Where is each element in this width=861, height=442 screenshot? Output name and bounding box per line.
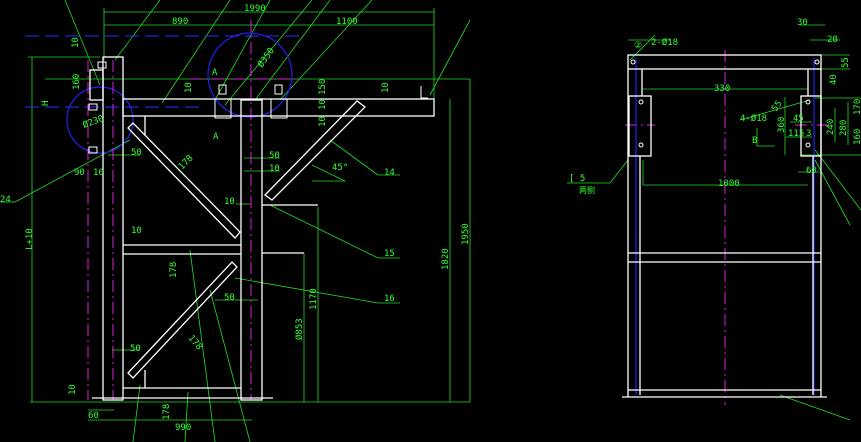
dim-10: 10 xyxy=(184,82,194,93)
bolt xyxy=(274,84,283,95)
dim-l-plus-10: L+10 xyxy=(25,228,35,250)
dim-90: 90 xyxy=(74,168,85,178)
dim-20: 20 xyxy=(827,35,838,45)
dim-10: 10 xyxy=(131,226,142,236)
bolt xyxy=(218,84,227,95)
dim-280: 280 xyxy=(839,120,849,136)
frame-geometry xyxy=(89,56,435,401)
hole xyxy=(814,59,820,65)
section-a-top: A xyxy=(212,68,218,78)
hole xyxy=(638,99,644,105)
hole xyxy=(805,142,811,148)
dim-115: 115 xyxy=(788,129,804,139)
dim-10: 10 xyxy=(318,116,328,127)
leader-lines xyxy=(0,0,471,442)
dim-10: 10 xyxy=(381,82,391,93)
bolt-plate xyxy=(270,98,288,119)
dim-178: 178 xyxy=(162,404,172,420)
side-dimension-lines xyxy=(567,24,861,421)
hole xyxy=(638,142,644,148)
holes-4-dia-18: 4-Ø18 xyxy=(740,113,767,124)
circle-230 xyxy=(66,86,134,154)
dim-170: 170 xyxy=(853,99,861,115)
circle-350 xyxy=(207,32,293,118)
dim-angle-45: 45° xyxy=(332,163,348,173)
section-a-bottom: A xyxy=(213,132,219,142)
front-view: 1990 890 1100 Ø350 Ø230 160 10 H 10 150 … xyxy=(0,0,471,442)
hole xyxy=(805,99,811,105)
callout-16: 16 xyxy=(384,294,395,304)
dim-160: 160 xyxy=(853,129,861,145)
dim-1000: 1000 xyxy=(718,179,740,189)
dim-1100: 1100 xyxy=(336,17,358,27)
dim-1950: 1950 xyxy=(461,223,471,245)
bolt xyxy=(88,146,98,154)
holes-2-dia-18: 2-Ø18 xyxy=(651,37,678,48)
dim-30: 30 xyxy=(797,18,808,28)
bolt xyxy=(97,61,107,69)
callout-2: ② xyxy=(634,41,642,51)
dim-10: 10 xyxy=(71,37,81,48)
hook xyxy=(420,86,428,99)
dim-3: 3 xyxy=(806,129,811,139)
dim-1170: 1170 xyxy=(309,288,319,310)
dim-50: 50 xyxy=(130,344,141,354)
dim-50: 50 xyxy=(131,148,142,158)
hole xyxy=(630,59,636,65)
dim-dia-230: Ø230 xyxy=(81,113,105,131)
dim-55: 55 xyxy=(841,57,851,68)
dim-45: 45 xyxy=(793,114,804,124)
bolt xyxy=(88,103,98,111)
callout-14: 14 xyxy=(384,168,395,178)
dim-150: 150 xyxy=(318,79,328,95)
dim-60: 60 xyxy=(88,411,99,421)
dim-60: 60 xyxy=(806,166,817,176)
section-b: B xyxy=(752,136,757,146)
dim-40: 40 xyxy=(829,74,839,85)
dim-dia-853: Ø853 xyxy=(294,318,305,340)
side-holes xyxy=(630,59,820,148)
dim-50: 50 xyxy=(269,151,280,161)
weld-symbol: [ 5 xyxy=(569,174,585,184)
side-frame-geometry xyxy=(622,54,827,398)
dim-10: 10 xyxy=(93,168,104,178)
dim-1820: 1820 xyxy=(441,248,451,270)
dim-990: 990 xyxy=(175,423,191,433)
dim-10: 10 xyxy=(318,99,328,110)
dim-178: 178 xyxy=(177,154,196,173)
bolt-plate xyxy=(214,98,232,119)
callout-15: 15 xyxy=(384,249,395,259)
dim-10: 10 xyxy=(68,384,78,395)
dim-55: 55 xyxy=(770,99,784,114)
dim-10: 10 xyxy=(269,164,280,174)
weld-note: 两侧 xyxy=(579,185,595,195)
dim-dia-350: Ø350 xyxy=(255,46,276,70)
dim-1990: 1990 xyxy=(244,4,266,14)
dim-10: 10 xyxy=(224,197,235,207)
bolts xyxy=(88,61,428,154)
dim-240: 240 xyxy=(826,119,836,135)
dim-890: 890 xyxy=(172,17,188,27)
dim-178: 178 xyxy=(169,262,179,278)
dim-360: 360 xyxy=(777,117,787,133)
dim-330: 330 xyxy=(714,84,730,94)
dim-h: H xyxy=(41,101,51,106)
callout-24: 24 xyxy=(0,195,11,205)
dim-160: 160 xyxy=(72,74,82,90)
dim-50: 50 xyxy=(224,293,235,303)
side-view: ② 2-Ø18 330 1000 4-Ø18 30 20 55 40 55 36… xyxy=(567,18,861,421)
